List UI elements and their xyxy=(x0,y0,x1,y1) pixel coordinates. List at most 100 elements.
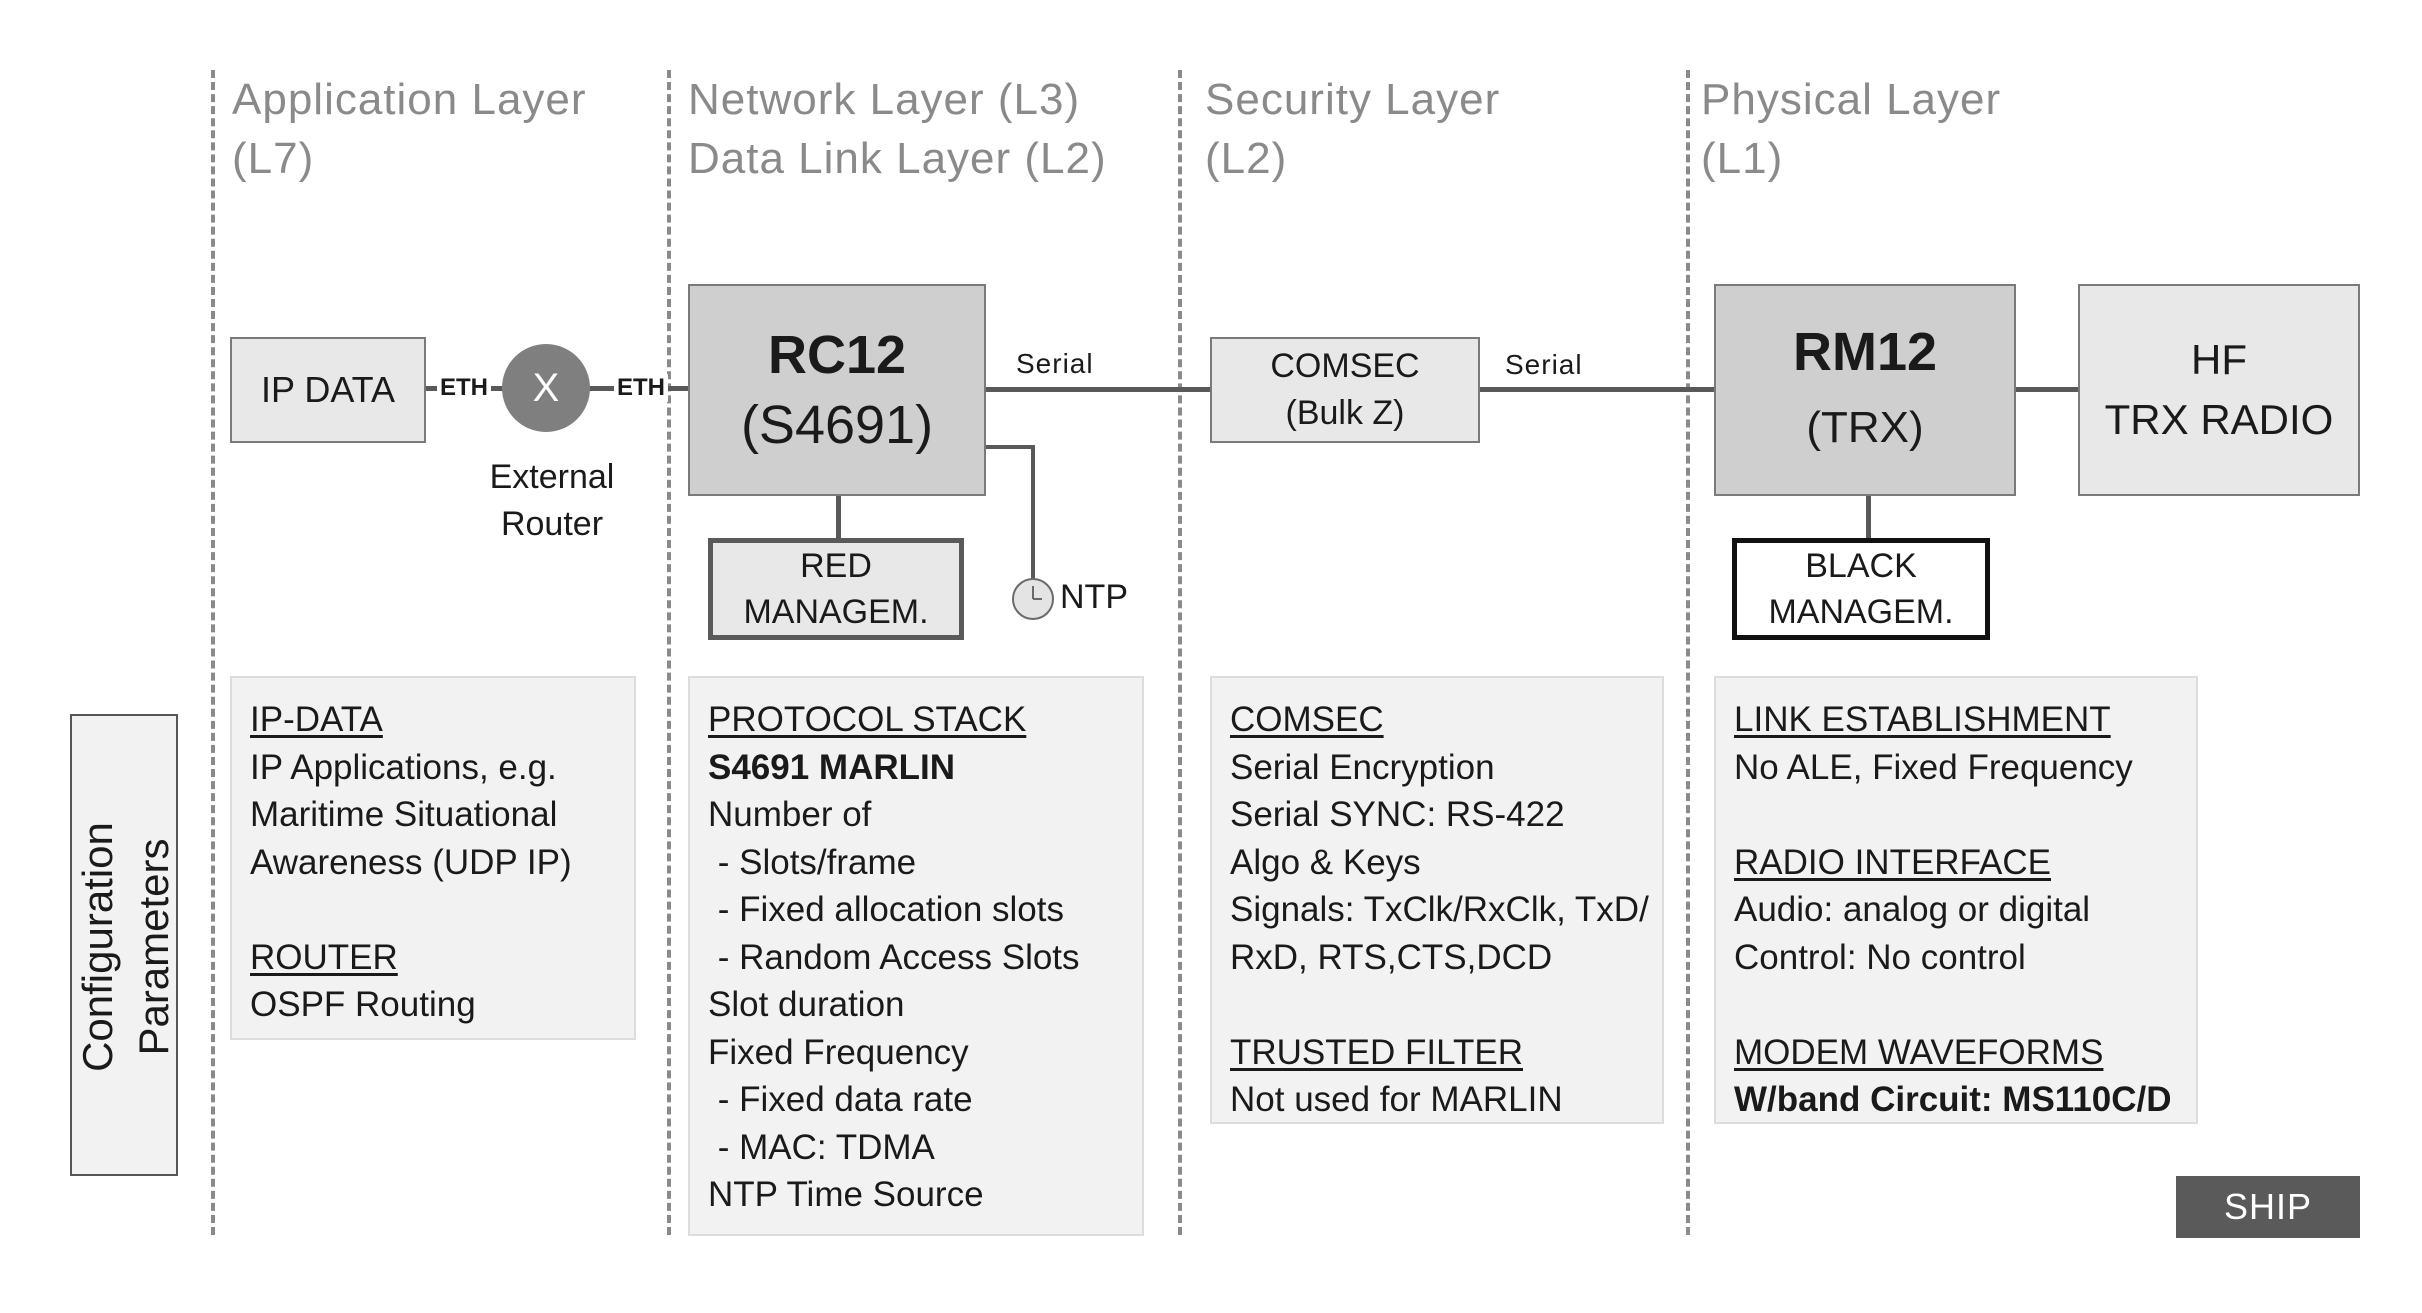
rm12-box: RM12 (TRX) xyxy=(1714,284,2016,496)
panel-line: Fixed Frequency xyxy=(708,1032,969,1072)
router-label-line: External xyxy=(489,458,615,496)
panel-section-heading: COMSEC xyxy=(1230,700,1384,739)
panel-line: Number of xyxy=(708,795,872,834)
ip-data-label: IP DATA xyxy=(260,369,396,410)
rc12-title: RC12 xyxy=(767,325,907,385)
panel-line: Control: No control xyxy=(1734,937,2026,977)
panel-physical: LINK ESTABLISHMENT No ALE, Fixed Frequenc… xyxy=(1714,676,2198,1124)
ip-data-box: IP DATA xyxy=(230,337,426,443)
panel-line: No ALE, Fixed Frequency xyxy=(1734,747,2133,787)
panel-section-heading: PROTOCOL STACK xyxy=(708,700,1027,739)
connector-rc12-comsec xyxy=(986,387,1214,392)
hf-radio-title: HF xyxy=(2191,336,2247,383)
layer-heading-line: (L7) xyxy=(232,134,315,183)
panel-line: Serial Encryption xyxy=(1230,747,1495,787)
config-parameters-line: Parameters xyxy=(130,838,177,1056)
layer-heading-line: (L2) xyxy=(1205,134,1288,183)
red-management-line: RED xyxy=(800,547,872,585)
panel-line: RxD, RTS,CTS,DCD xyxy=(1230,937,1553,977)
comsec-box: COMSEC (Bulk Z) xyxy=(1210,337,1480,443)
panel-section-heading: ROUTER xyxy=(250,937,398,977)
panel-line: Not used for MARLIN xyxy=(1230,1080,1563,1119)
external-router-label: External Router xyxy=(467,451,637,551)
layer-heading-network: Network Layer (L3) Data Link Layer (L2) xyxy=(688,70,1107,188)
layer-divider-3 xyxy=(1178,70,1182,1235)
connector-rc12-red xyxy=(836,496,841,541)
ship-badge: SHIP xyxy=(2176,1176,2360,1238)
rc12-box: RC12 (S4691) xyxy=(688,284,986,496)
panel-line: - Random Access Slots xyxy=(708,937,1080,977)
comsec-title: COMSEC xyxy=(1270,347,1420,385)
connector-rc12-ntp-v xyxy=(1031,445,1035,584)
panel-line xyxy=(1230,981,1646,1029)
config-parameters-label: Configuration Parameters xyxy=(70,727,182,1167)
panel-line: Algo & Keys xyxy=(1230,842,1421,882)
connector-rm12-black xyxy=(1866,496,1871,540)
panel-line: - Slots/frame xyxy=(708,842,917,882)
black-management-line: BLACK xyxy=(1805,547,1917,585)
config-parameters-box: Configuration Parameters xyxy=(70,714,178,1176)
panel-line: Maritime Situational xyxy=(250,795,558,834)
panel-line: Signals: TxClk/RxClk, TxD/ xyxy=(1230,890,1649,929)
connector-rc12-ntp-h xyxy=(986,445,1035,449)
layer-divider-1 xyxy=(211,70,215,1235)
panel-line: Awareness (UDP IP) xyxy=(250,842,572,882)
panel-section-heading: MODEM WAVEFORMS xyxy=(1734,1032,2104,1072)
layer-heading-physical: Physical Layer (L1) xyxy=(1701,70,2001,188)
connector-comsec-rm12 xyxy=(1480,387,1722,392)
panel-line: - MAC: TDMA xyxy=(708,1127,935,1167)
layer-heading-line: Data Link Layer (L2) xyxy=(688,134,1107,183)
panel-line: IP Applications, e.g. xyxy=(250,747,557,787)
rc12-subtitle: (S4691) xyxy=(740,395,934,455)
serial-label-2: Serial xyxy=(1505,349,1583,380)
panel-section-heading: RADIO INTERFACE xyxy=(1734,842,2051,882)
panel-line: OSPF Routing xyxy=(250,985,476,1024)
comsec-subtitle: (Bulk Z) xyxy=(1285,394,1405,432)
layer-heading-line: Network Layer (L3) xyxy=(688,75,1081,124)
panel-application: IP-DATA IP Applications, e.g. Maritime Sit… xyxy=(230,676,636,1040)
serial-label-1: Serial xyxy=(1016,348,1094,379)
clock-icon xyxy=(1012,578,1054,620)
panel-line: Slot duration xyxy=(708,985,905,1024)
rm12-title: RM12 xyxy=(1792,322,1938,382)
layer-heading-line: Security Layer xyxy=(1205,75,1501,124)
eth-label-left: ETH xyxy=(437,374,491,402)
panel-line: - Fixed data rate xyxy=(708,1080,973,1119)
black-management-box: BLACK MANAGEM. xyxy=(1732,538,1990,640)
panel-line: - Fixed allocation slots xyxy=(708,890,1064,929)
layer-heading-line: Physical Layer xyxy=(1701,75,2002,124)
router-label-line: Router xyxy=(500,505,604,543)
layer-heading-security: Security Layer (L2) xyxy=(1205,70,1500,188)
panel-section-heading: LINK ESTABLISHMENT xyxy=(1734,700,2111,739)
connector-rm12-hf xyxy=(2016,387,2086,392)
black-management-line: MANAGEM. xyxy=(1768,593,1954,631)
layer-divider-4 xyxy=(1686,70,1690,1235)
panel-line xyxy=(250,886,618,934)
rm12-subtitle: (TRX) xyxy=(1806,403,1924,452)
hf-radio-subtitle: TRX RADIO xyxy=(2104,396,2334,443)
panel-line: Serial SYNC: RS-422 xyxy=(1230,795,1565,834)
panel-line xyxy=(1734,981,2180,1029)
panel-network: PROTOCOL STACK S4691 MARLIN Number of - Sl… xyxy=(688,676,1144,1236)
layer-heading-line: Application Layer xyxy=(232,75,587,124)
red-management-line: MANAGEM. xyxy=(743,593,929,631)
layer-divider-2 xyxy=(667,70,671,1235)
panel-line: Audio: analog or digital xyxy=(1734,890,2091,929)
red-management-box: RED MANAGEM. xyxy=(708,538,964,640)
layer-heading-application: Application Layer (L7) xyxy=(232,70,587,188)
panel-line xyxy=(1734,791,2180,839)
ship-badge-label: SHIP xyxy=(2223,1186,2313,1227)
layer-heading-line: (L1) xyxy=(1701,134,1784,183)
router-icon: X xyxy=(532,365,560,410)
panel-line: NTP Time Source xyxy=(708,1175,984,1214)
panel-section-heading: IP-DATA xyxy=(250,700,383,739)
panel-line: S4691 MARLIN xyxy=(708,747,956,787)
config-parameters-line: Configuration xyxy=(74,822,121,1072)
panel-section-heading: TRUSTED FILTER xyxy=(1230,1032,1523,1072)
hf-radio-box: HF TRX RADIO xyxy=(2078,284,2360,496)
ntp-label: NTP xyxy=(1060,578,1128,616)
external-router-symbol: X xyxy=(502,344,590,432)
panel-line: W/band Circuit: MS110C/D xyxy=(1734,1080,2172,1119)
eth-label-right: ETH xyxy=(614,374,668,402)
